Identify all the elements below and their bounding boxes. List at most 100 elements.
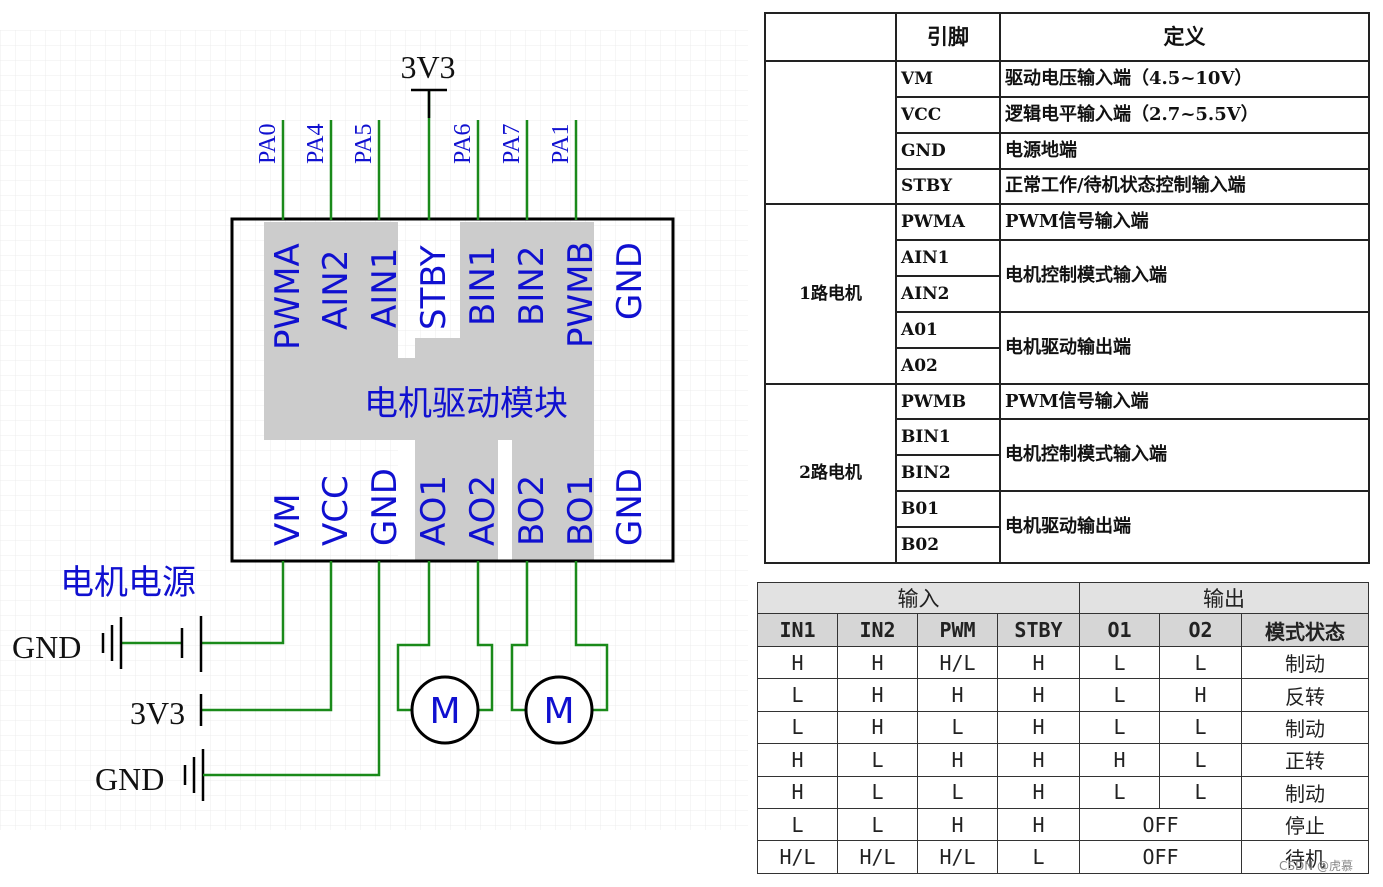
cell: H/L xyxy=(757,840,838,874)
cell: L xyxy=(1159,645,1242,680)
module-pin-label: BIN2 xyxy=(512,246,552,326)
pin-table: 引脚 定义 VM 驱动电压输入端（4.5~10V） VCC 逻辑电平输入端（2.… xyxy=(764,12,1370,565)
cell: H xyxy=(837,645,918,680)
shade-white-gap xyxy=(498,440,512,560)
cell: L xyxy=(757,808,838,842)
table-row: H/L H/L H/L L OFF 待机 xyxy=(757,840,1370,874)
truth-table-grid: 输入 输出 IN1 IN2 PWM STBY O1 O2 模式状态 H H H/… xyxy=(757,581,1370,874)
battery-symbol xyxy=(180,616,203,672)
truth-table: 输入 输出 IN1 IN2 PWM STBY O1 O2 模式状态 H H H/… xyxy=(757,581,1370,874)
cell: 反转 xyxy=(1240,678,1370,712)
group-cell xyxy=(764,59,897,206)
cell: 制动 xyxy=(1240,775,1370,810)
cell: H xyxy=(997,645,1080,680)
cell: OFF xyxy=(1079,808,1242,842)
mcu-pin-labels: PA0 PA4 PA5 PA6 PA7 PA1 xyxy=(255,124,574,164)
module-pin-label: VCC xyxy=(316,475,356,546)
table-row: H L H H H L 正转 xyxy=(757,743,1370,777)
cell: H xyxy=(997,808,1080,842)
module-pin-label: BO2 xyxy=(512,475,552,546)
pin-cell: AIN1 xyxy=(895,239,1001,278)
module-pin-label: AO2 xyxy=(463,475,503,546)
module-bottom-pins: VM VCC GND AO1 AO2 BO2 BO1 GND xyxy=(268,468,650,546)
cell: L xyxy=(917,710,998,745)
group-cell: 2路电机 xyxy=(764,382,897,565)
cell: 待机 xyxy=(1240,840,1370,874)
motor-b-circle xyxy=(524,675,594,745)
header-cell: 定义 xyxy=(999,12,1370,62)
module-pin-label: BO1 xyxy=(561,475,601,546)
cell: H xyxy=(997,710,1080,745)
column-header: PWM xyxy=(917,613,998,647)
header-cell xyxy=(764,12,897,62)
module-outline xyxy=(230,217,675,563)
bottom-wires xyxy=(122,561,609,777)
table-row: A01 电机驱动输出端 xyxy=(765,310,1370,385)
cell: H/L xyxy=(917,645,998,680)
column-header: 模式状态 xyxy=(1240,613,1370,647)
output-group-header: 输出 xyxy=(1078,581,1370,615)
module-pin-label: AO1 xyxy=(414,475,454,546)
def-cell: 电机驱动输出端 xyxy=(999,490,1370,564)
mcu-pin-label: PA1 xyxy=(548,124,574,164)
mcu-pin-label: PA0 xyxy=(255,124,281,164)
table-row: 2路电机 PWMB PWM信号输入端 xyxy=(764,382,1370,565)
def-cell: 电机驱动输出端 xyxy=(999,310,1370,385)
motor-b-label: M xyxy=(543,691,574,732)
input-group-header: 输入 xyxy=(757,581,1080,615)
cell: H xyxy=(1159,678,1242,712)
module-pin-label: AIN1 xyxy=(365,248,405,328)
cell: H/L xyxy=(837,840,918,874)
circuit-diagram: 3V3 PA0 PA4 PA5 PA6 PA7 PA1 PWMA AIN2 AI… xyxy=(0,30,748,830)
watermark: CSDN @虎慕 xyxy=(1278,859,1353,873)
cell: L xyxy=(997,840,1080,874)
cell: H xyxy=(837,678,918,712)
table-row: BIN1 电机控制模式输入端 xyxy=(765,418,1370,493)
pin-cell: BIN2 xyxy=(895,454,1001,493)
cell: 正转 xyxy=(1240,743,1370,777)
cell: 制动 xyxy=(1240,645,1370,680)
cell: 制动 xyxy=(1240,710,1370,745)
shade-b xyxy=(398,358,515,440)
module-pin-label: PWMA xyxy=(268,243,308,350)
pin-cell: PWMA xyxy=(895,203,1001,242)
table-row: AIN2 xyxy=(765,275,1369,313)
motor-a-circle xyxy=(410,675,480,745)
table-row: L H H H L H 反转 xyxy=(757,678,1370,712)
module-pin-label: VM xyxy=(268,493,308,546)
cell: H xyxy=(837,710,918,745)
pin-cell: BIN1 xyxy=(895,418,1001,457)
pin-cell: PWMB xyxy=(895,382,1001,421)
cell: L xyxy=(917,775,998,810)
motor-power-label: 电机电源 xyxy=(60,563,196,603)
cell: L xyxy=(1159,775,1242,810)
cell: H xyxy=(997,775,1080,810)
cell: L xyxy=(1159,710,1242,745)
def-cell: 电机控制模式输入端 xyxy=(999,239,1370,313)
truth-group-row: 输入 输出 xyxy=(757,581,1370,615)
module-title: 电机驱动模块 xyxy=(364,384,568,424)
table-row: BIN2 xyxy=(765,454,1369,493)
cell: L xyxy=(837,743,918,777)
module-pin-label: GND xyxy=(610,242,650,320)
module-pin-label: STBY xyxy=(414,245,454,330)
column-header: IN2 xyxy=(837,613,918,647)
shade-c xyxy=(415,440,498,560)
column-header: O1 xyxy=(1079,613,1160,647)
top-supply-label: 3V3 xyxy=(400,49,455,85)
def-cell: 电机控制模式输入端 xyxy=(999,418,1370,493)
def-cell: PWM信号输入端 xyxy=(999,203,1370,242)
shade-white-left xyxy=(398,440,415,560)
table-row: H L L H L L 制动 xyxy=(757,775,1370,810)
shade-e xyxy=(515,222,594,560)
shade-d xyxy=(460,222,515,358)
cell: L xyxy=(837,808,918,842)
pin-cell: A02 xyxy=(895,346,1001,385)
cell: H xyxy=(1079,743,1160,777)
module-pin-label: PWMB xyxy=(561,241,601,348)
module-pin-label: GND xyxy=(610,468,650,546)
mcu-pin-label: PA4 xyxy=(303,124,329,164)
pin-cell: GND xyxy=(895,131,1001,170)
column-header: IN1 xyxy=(757,613,838,647)
cell: L xyxy=(757,710,838,745)
